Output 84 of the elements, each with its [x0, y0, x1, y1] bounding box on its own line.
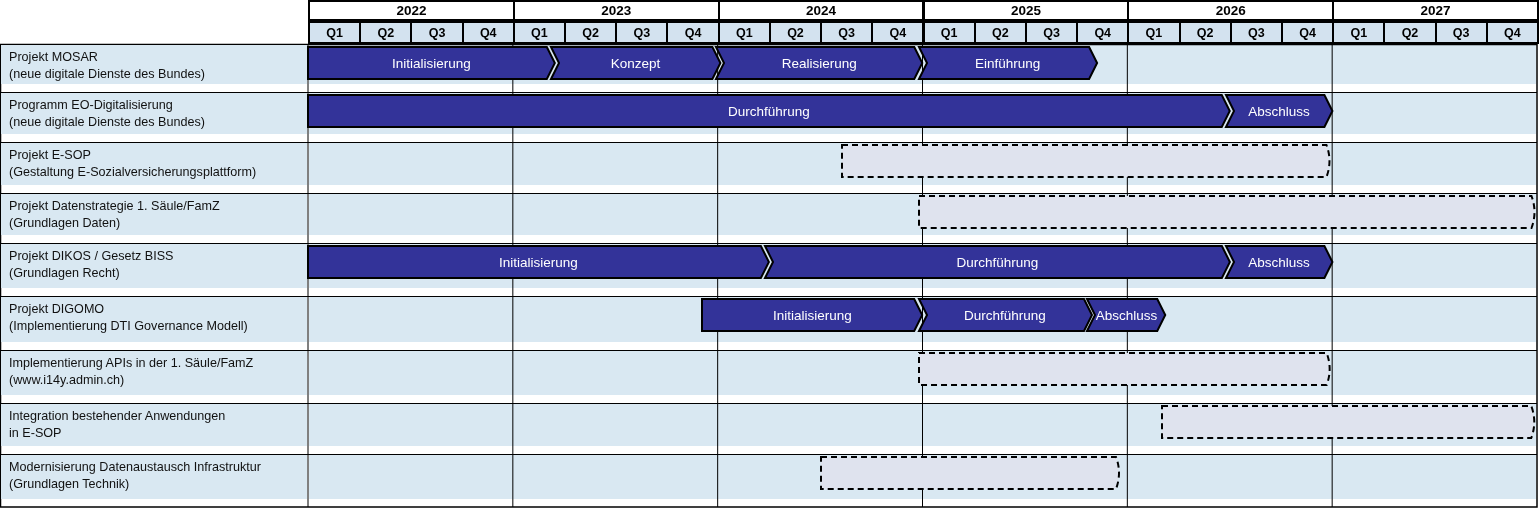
- quarter-header: Q3: [410, 21, 464, 44]
- project-title: Projekt MOSAR: [8, 49, 98, 66]
- project-subtitle: (Grundlagen Technik): [8, 476, 130, 493]
- quarter-header: Q2: [359, 21, 413, 44]
- project-subtitle: (Grundlagen Recht): [8, 265, 120, 282]
- phase-bar: [1087, 299, 1166, 331]
- quarter-header: Q4: [1485, 21, 1539, 44]
- phase-label: Initialisierung: [773, 307, 852, 323]
- quarter-header: Q3: [615, 21, 669, 44]
- phase-label: Initialisierung: [392, 55, 471, 71]
- project-title: Implementierung APIs in der 1. Säule/FamZ: [8, 355, 254, 372]
- quarter-header: Q1: [308, 21, 362, 44]
- quarter-header: Q1: [717, 21, 771, 44]
- phase-label: Realisierung: [781, 55, 857, 71]
- row-label-cell: [1, 351, 307, 395]
- phase-bar: [702, 299, 923, 331]
- phase-label: Durchführung: [956, 254, 1039, 270]
- quarter-header: Q1: [512, 21, 567, 44]
- phase-label: Durchführung: [964, 307, 1046, 323]
- phase-label: Durchführung: [727, 103, 810, 119]
- quarter-header: Q2: [768, 21, 823, 44]
- phase-bar: [716, 47, 923, 79]
- quarter-header: Q2: [564, 21, 618, 44]
- quarter-header: Q1: [1127, 21, 1181, 44]
- planned-bar: [1161, 406, 1537, 438]
- quarter-header: Q2: [1383, 21, 1437, 44]
- project-subtitle: (www.i14y.admin.ch): [8, 372, 125, 389]
- quarter-header: Q3: [1434, 21, 1488, 44]
- project-title: Modernisierung Datenaustausch Infrastruktur: [8, 459, 261, 476]
- phase-label: Abschluss: [1248, 103, 1310, 119]
- project-subtitle: (Implementierung DTI Governance Modell): [8, 318, 248, 335]
- quarter-header: Q4: [1280, 21, 1335, 44]
- row-label-cell: [1, 297, 307, 342]
- year-header: 2026: [1127, 0, 1335, 21]
- quarter-header: Q3: [1229, 21, 1283, 44]
- phase-label: Initialisierung: [499, 254, 578, 270]
- project-subtitle: in E-SOP: [8, 425, 62, 442]
- year-header: 2025: [922, 0, 1130, 21]
- quarter-header: Q1: [1332, 21, 1386, 44]
- phase-bar: [918, 47, 1097, 79]
- planned-bar: [918, 353, 1333, 385]
- phase-bar: [550, 47, 721, 79]
- planned-bar: [918, 196, 1537, 228]
- row-label-cell: [1, 45, 307, 84]
- row-label-cell: [1, 143, 307, 185]
- phase-label: Abschluss: [1248, 254, 1310, 270]
- quarter-header: Q1: [922, 21, 976, 44]
- project-title: Programm EO-Digitalisierung: [8, 97, 173, 114]
- year-header: 2027: [1332, 0, 1539, 21]
- project-title: Integration bestehender Anwendungen: [8, 408, 226, 425]
- row-label-cell: [1, 93, 307, 134]
- project-subtitle: (neue digitale Dienste des Bundes): [8, 114, 206, 131]
- phase-bar: [1225, 95, 1333, 127]
- year-header: 2023: [512, 0, 720, 21]
- project-subtitle: (Gestaltung E-Sozialversicherungsplattform): [8, 164, 257, 181]
- row-label-cell: [1, 404, 307, 446]
- phase-label: Einführung: [974, 55, 1041, 71]
- project-subtitle: (Grundlagen Daten): [8, 215, 121, 232]
- project-title: Projekt DIGOMO: [8, 301, 105, 318]
- row-label-cell: [1, 244, 307, 288]
- planned-bar: [841, 145, 1333, 177]
- planned-bar: [821, 457, 1123, 489]
- quarter-header: Q4: [461, 21, 515, 44]
- quarter-header: Q3: [1024, 21, 1079, 44]
- quarter-header: Q2: [973, 21, 1027, 44]
- project-title: Projekt Datenstrategie 1. Säule/FamZ: [8, 198, 220, 215]
- phase-bar: [308, 47, 555, 79]
- year-header: 2022: [308, 0, 515, 21]
- project-title: Projekt DIKOS / Gesetz BISS: [8, 248, 174, 265]
- year-header: 2024: [717, 0, 925, 21]
- phase-bar: [1225, 246, 1333, 278]
- quarter-header: Q4: [1076, 21, 1130, 44]
- phase-label: Konzept: [610, 55, 661, 71]
- project-subtitle: (neue digitale Dienste des Bundes): [8, 66, 206, 83]
- phase-bar: [308, 246, 769, 278]
- row-label-cell: [1, 455, 307, 499]
- quarter-header: Q3: [820, 21, 874, 44]
- phase-bar: [918, 299, 1092, 331]
- phase-label: Abschluss: [1095, 307, 1158, 323]
- row-label-cell: [1, 194, 307, 235]
- quarter-header: Q4: [871, 21, 925, 44]
- quarter-header: Q2: [1178, 21, 1232, 44]
- project-title: Projekt E-SOP: [8, 147, 91, 164]
- quarter-header: Q4: [666, 21, 720, 44]
